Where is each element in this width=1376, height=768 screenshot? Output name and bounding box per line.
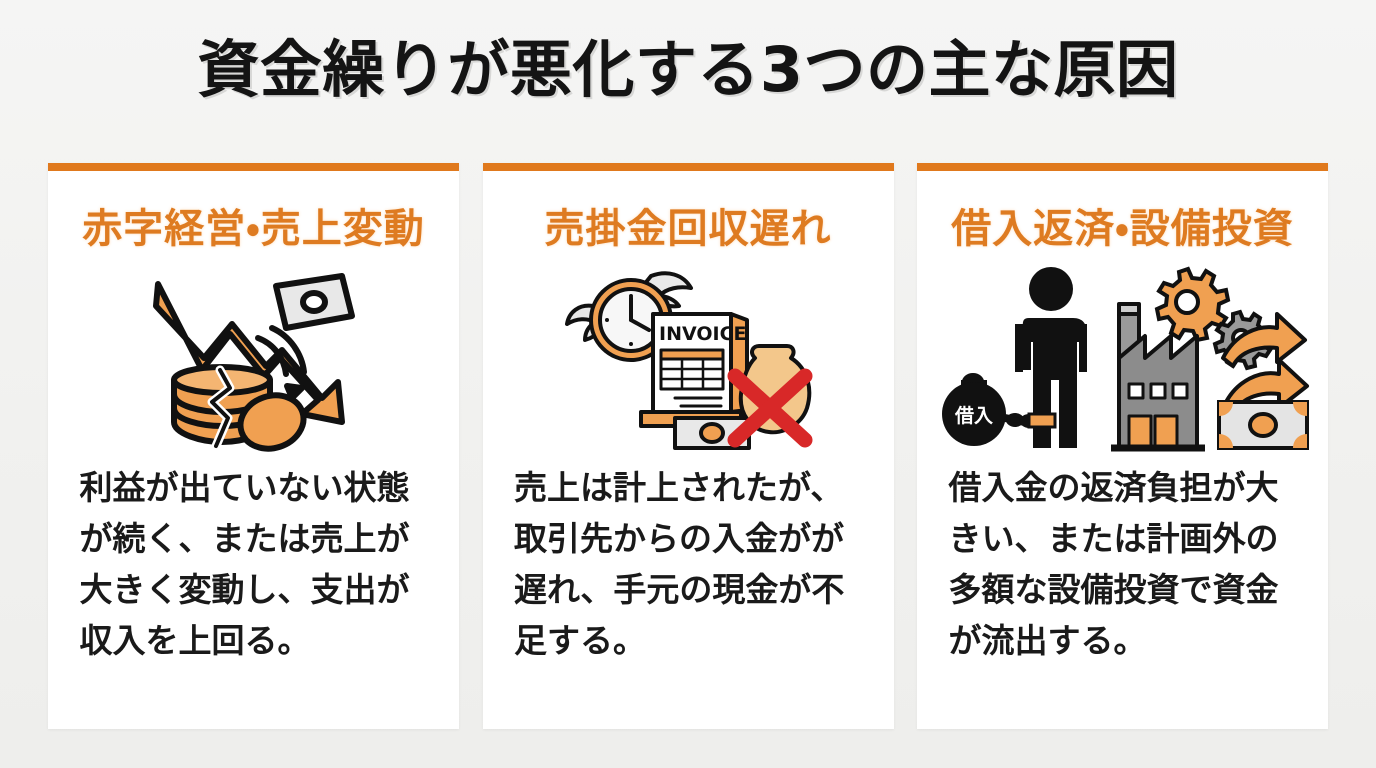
page-title: 資金繰りが悪化する3つの主な原因 <box>197 33 1179 106</box>
card-accent-bar <box>48 163 459 171</box>
invoice-label: INVOICE <box>659 323 747 345</box>
person-chained-ball-factory-gears-banknote-icon: 借入 <box>917 259 1328 454</box>
card-body-text: 借入金の返済負担が大きい、または計画外の多額な設備投資で資金が流出する。 <box>948 468 1279 660</box>
card-urikakekin-kaishu[interactable]: 売掛金回収遅れ <box>482 163 894 729</box>
ball-label: 借入 <box>953 404 992 427</box>
card-heading: 売掛金回収遅れ <box>544 206 832 252</box>
card-akaji-keiei[interactable]: 赤字経営・売上変動 <box>48 163 459 729</box>
declining-chart-broken-coins-banknote-icon <box>48 259 459 454</box>
card-accent-bar <box>482 163 894 171</box>
card-heading: 借入返済・設備投資 <box>951 206 1294 252</box>
card-accent-bar <box>917 163 1328 171</box>
card-kariire-hensai[interactable]: 借入返済・設備投資 借入 <box>917 163 1328 729</box>
card-body-text: 利益が出ていない状態が続く、または売上が大きく変動し、支出が収入を上回る。 <box>79 468 410 660</box>
card-body-text: 売上は計上されたが、取引先からの入金がが遅れ、手元の現金が不足する。 <box>514 468 845 660</box>
winged-clock-invoice-crossed-money-bag-icon: INVOICE <box>483 259 894 454</box>
cards-row: 赤字経営・売上変動 <box>48 163 1328 729</box>
card-heading: 赤字経営・売上変動 <box>82 206 425 252</box>
